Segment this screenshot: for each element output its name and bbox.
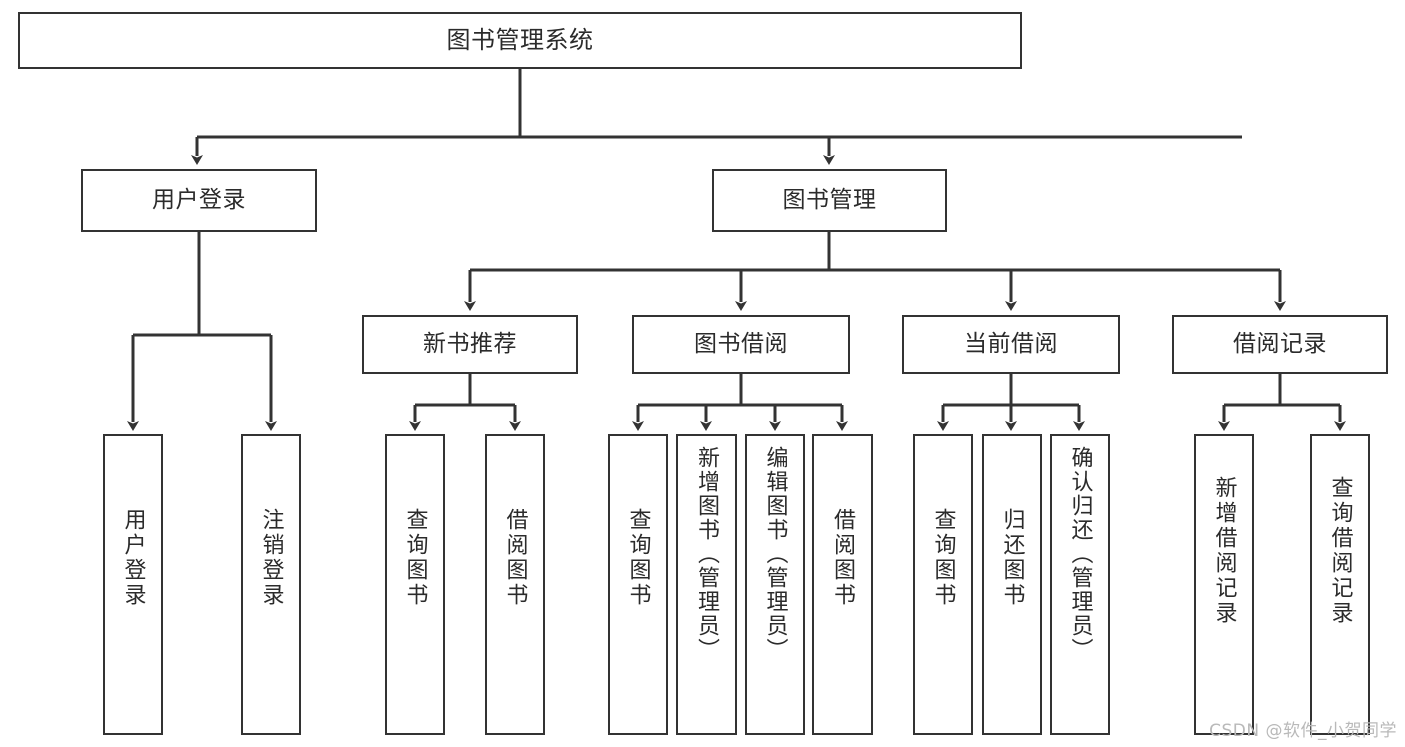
leaf-user-login-logout[interactable]: 注销登录 bbox=[241, 434, 301, 735]
node-label: 查询图书 bbox=[402, 508, 428, 608]
leaf-book-borrow-borrow-books[interactable]: 借阅图书 bbox=[812, 434, 873, 735]
leaf-user-login-login[interactable]: 用户登录 bbox=[103, 434, 163, 735]
leaf-borrow-record-add-record[interactable]: 新增借阅记录 bbox=[1194, 434, 1254, 735]
node-root-book-management-system[interactable]: 图书管理系统 bbox=[18, 12, 1022, 69]
node-label: 借阅记录 bbox=[1233, 330, 1327, 357]
node-label: 查询借阅记录 bbox=[1327, 476, 1353, 626]
node-label: 图书管理 bbox=[782, 186, 877, 213]
node-current-borrow[interactable]: 当前借阅 bbox=[902, 315, 1120, 374]
csdn-watermark: CSDN @软件_小贺同学 bbox=[1209, 721, 1397, 741]
node-label: 注销登录 bbox=[258, 508, 284, 608]
leaf-book-borrow-add-book-admin[interactable]: 新增图书（管理员） bbox=[676, 434, 737, 735]
node-label: 用户登录 bbox=[120, 508, 146, 608]
leaf-current-borrow-return-books[interactable]: 归还图书 bbox=[982, 434, 1042, 735]
node-label: 归还图书 bbox=[999, 508, 1025, 608]
node-book-management[interactable]: 图书管理 bbox=[712, 169, 947, 232]
leaf-new-book-query-books[interactable]: 查询图书 bbox=[385, 434, 445, 735]
node-label: 新书推荐 bbox=[423, 330, 517, 357]
node-label: 用户登录 bbox=[152, 186, 246, 213]
leaf-book-borrow-query-books[interactable]: 查询图书 bbox=[608, 434, 668, 735]
leaf-current-borrow-query-books[interactable]: 查询图书 bbox=[913, 434, 973, 735]
node-label: 当前借阅 bbox=[964, 330, 1058, 357]
node-label: 借阅图书 bbox=[830, 508, 856, 608]
node-label: 查询图书 bbox=[625, 508, 651, 608]
node-book-borrow[interactable]: 图书借阅 bbox=[632, 315, 850, 374]
node-label: 查询图书 bbox=[930, 508, 956, 608]
leaf-book-borrow-edit-book-admin[interactable]: 编辑图书（管理员） bbox=[745, 434, 805, 735]
leaf-new-book-borrow-books[interactable]: 借阅图书 bbox=[485, 434, 545, 735]
node-label: 图书借阅 bbox=[694, 330, 788, 357]
node-borrow-record[interactable]: 借阅记录 bbox=[1172, 315, 1388, 374]
leaf-borrow-record-query-record[interactable]: 查询借阅记录 bbox=[1310, 434, 1370, 735]
node-label: 编辑图书（管理员） bbox=[762, 446, 788, 662]
node-label: 新增图书（管理员） bbox=[694, 446, 720, 662]
node-label: 借阅图书 bbox=[502, 508, 528, 608]
node-user-login[interactable]: 用户登录 bbox=[81, 169, 317, 232]
leaf-current-borrow-confirm-return-admin[interactable]: 确认归还（管理员） bbox=[1050, 434, 1110, 735]
node-label: 新增借阅记录 bbox=[1211, 476, 1237, 626]
node-new-book-recommend[interactable]: 新书推荐 bbox=[362, 315, 578, 374]
node-label: 图书管理系统 bbox=[446, 26, 594, 55]
node-label: 确认归还（管理员） bbox=[1067, 446, 1093, 662]
